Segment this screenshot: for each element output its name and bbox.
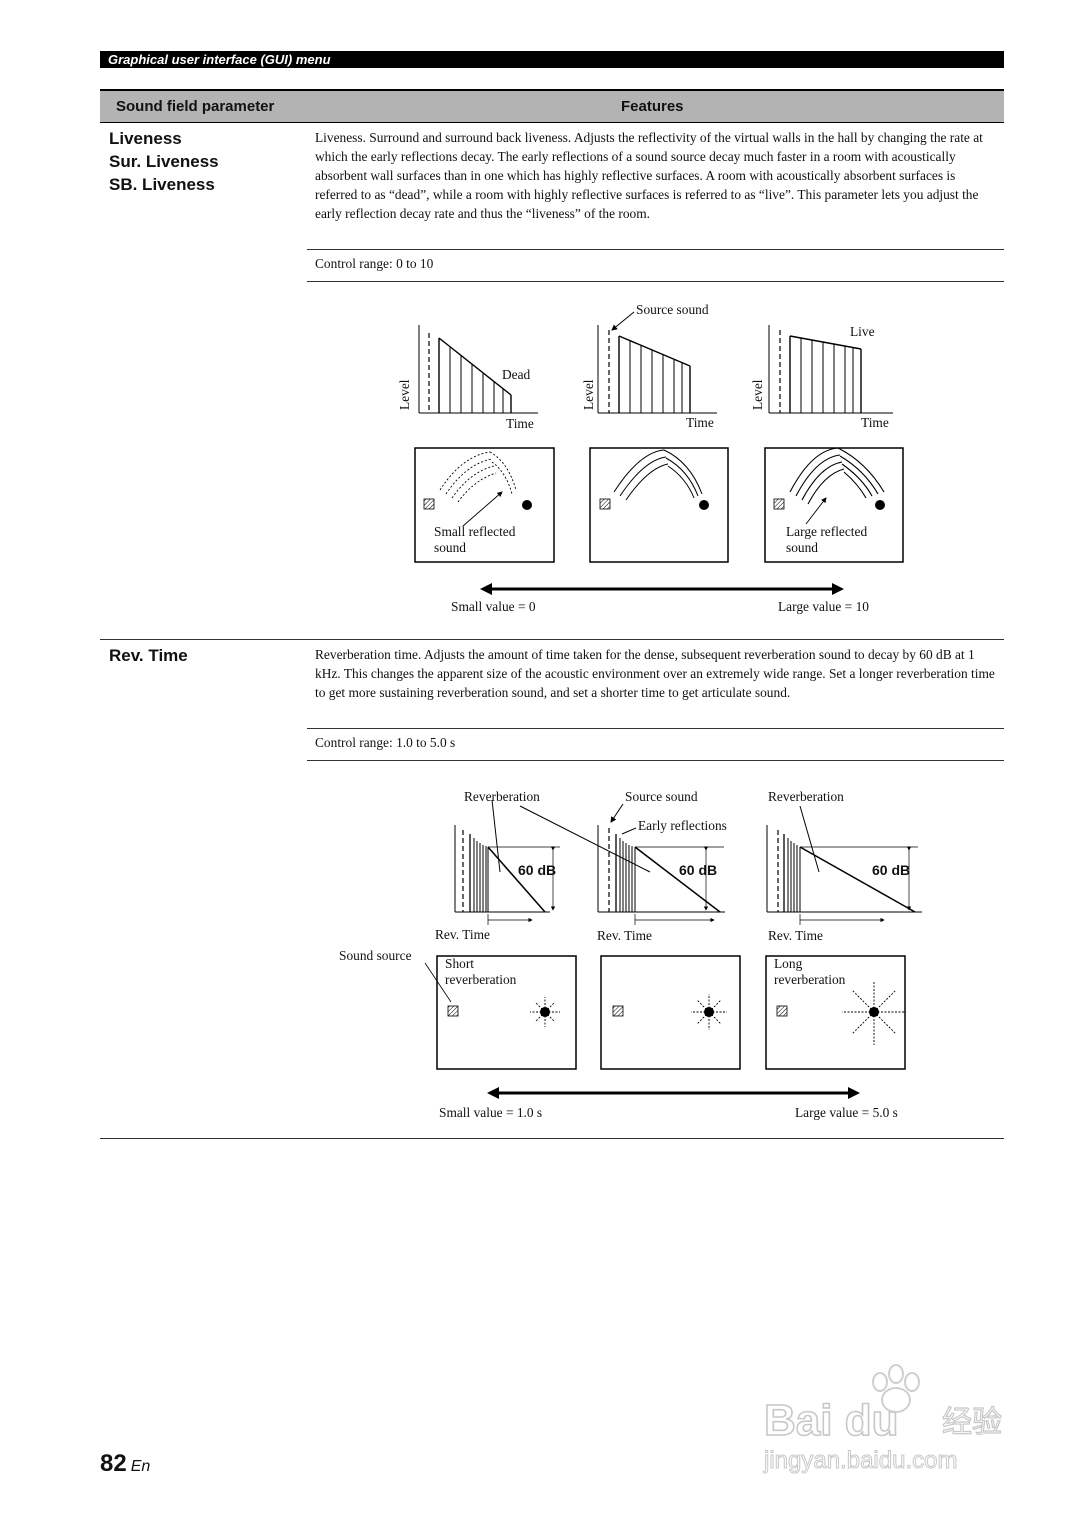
small-reflected-label-2: sound bbox=[434, 540, 466, 555]
sound-source-label: Sound source bbox=[339, 948, 412, 963]
listener-dot bbox=[699, 500, 709, 510]
sound-source-square bbox=[776, 1005, 788, 1017]
db-label: 60 dB bbox=[872, 862, 910, 878]
page-lang: En bbox=[130, 1458, 151, 1475]
col-header-parameter: Sound field parameter bbox=[116, 98, 275, 115]
reverberation-label: Reverberation bbox=[464, 789, 540, 804]
live-label: Live bbox=[850, 324, 875, 339]
small-value-label: Small value = 0 bbox=[451, 599, 536, 614]
revtime-chart-short: Reverberation 60 dB Rev. Time bbox=[435, 789, 560, 942]
table-header: Sound field parameter Features bbox=[100, 89, 1004, 123]
divider bbox=[307, 281, 1004, 282]
time-label: Time bbox=[686, 415, 714, 430]
rev-time-label: Rev. Time bbox=[597, 928, 652, 943]
db-label: 60 dB bbox=[518, 862, 556, 878]
db-label: 60 dB bbox=[679, 862, 717, 878]
param-liveness-names: Liveness Sur. Liveness SB. Liveness bbox=[109, 127, 219, 196]
col-header-features: Features bbox=[621, 98, 684, 115]
liveness-room-small: Small reflected sound bbox=[414, 447, 555, 563]
divider bbox=[307, 728, 1004, 729]
small-value-label: Small value = 1.0 s bbox=[439, 1105, 542, 1120]
time-label: Time bbox=[506, 416, 534, 431]
revtime-scale-arrow: Small value = 1.0 s Large value = 5.0 s bbox=[439, 1087, 898, 1120]
reverberation-label: Reverberation bbox=[768, 789, 844, 804]
long-rev-label: Long bbox=[774, 956, 803, 971]
time-label: Time bbox=[861, 415, 889, 430]
liveness-control-range: Control range: 0 to 10 bbox=[315, 256, 434, 271]
rev-time-control-range: Control range: 1.0 to 5.0 s bbox=[315, 735, 456, 750]
source-sound-label: Source sound bbox=[636, 302, 709, 317]
large-reflected-label-2: sound bbox=[786, 540, 818, 555]
sound-source-square bbox=[447, 1005, 459, 1017]
source-sound-label: Source sound bbox=[625, 789, 698, 804]
level-label: Level bbox=[581, 379, 596, 410]
liveness-chart-live: Live Level Time bbox=[750, 324, 893, 430]
long-rev-label-2: reverberation bbox=[774, 972, 846, 987]
param-rev-time-names: Rev. Time bbox=[109, 644, 188, 667]
sound-source-square bbox=[612, 1005, 624, 1017]
short-rev-label: Short bbox=[445, 956, 474, 971]
level-label: Level bbox=[750, 379, 765, 410]
sound-source-square bbox=[423, 498, 435, 510]
param-name: Liveness bbox=[109, 129, 182, 148]
large-value-label: Large value = 5.0 s bbox=[795, 1105, 898, 1120]
watermark-sub: 经验 bbox=[942, 1405, 1002, 1440]
liveness-room-large: Large reflected sound bbox=[764, 447, 904, 563]
rev-time-description: Reverberation time. Adjusts the amount o… bbox=[315, 647, 995, 700]
small-reflected-label: Small reflected bbox=[434, 524, 516, 539]
divider bbox=[307, 249, 1004, 250]
watermark-url: jingyan.baidu.com bbox=[763, 1447, 957, 1474]
liveness-scale-arrow: Small value = 0 Large value = 10 bbox=[451, 583, 869, 614]
section-header-bar: Graphical user interface (GUI) menu bbox=[100, 51, 1004, 68]
listener-dot bbox=[522, 500, 532, 510]
row-divider bbox=[100, 639, 1004, 640]
liveness-chart-dead: Level Dead Time bbox=[397, 325, 538, 431]
revtime-room-medium bbox=[600, 955, 741, 1070]
liveness-description: Liveness. Surround and surround back liv… bbox=[315, 130, 983, 221]
baidu-watermark: Bai du 经验 jingyan.baidu.com bbox=[763, 1364, 1003, 1475]
sound-source-square bbox=[773, 498, 785, 510]
dead-label: Dead bbox=[502, 367, 531, 382]
large-value-label: Large value = 10 bbox=[778, 599, 869, 614]
param-name: SB. Liveness bbox=[109, 175, 215, 194]
param-name: Sur. Liveness bbox=[109, 152, 219, 171]
param-name: Rev. Time bbox=[109, 646, 188, 665]
liveness-room-medium bbox=[589, 447, 729, 563]
liveness-chart-medium: Source sound Level Time bbox=[581, 302, 717, 430]
rev-time-label: Rev. Time bbox=[768, 928, 823, 943]
page-number: 82 bbox=[100, 1450, 127, 1477]
revtime-chart-medium: Source sound Early reflections 60 dB Rev… bbox=[519, 789, 727, 943]
table-bottom-rule bbox=[100, 1138, 1004, 1139]
revtime-chart-long: Reverberation 60 dB Rev. Time bbox=[766, 789, 922, 943]
large-reflected-label: Large reflected bbox=[786, 524, 867, 539]
divider bbox=[307, 760, 1004, 761]
rev-time-label: Rev. Time bbox=[435, 927, 490, 942]
watermark-brand: Bai du bbox=[764, 1396, 898, 1445]
short-rev-label-2: reverberation bbox=[445, 972, 517, 987]
level-label: Level bbox=[397, 379, 412, 410]
early-reflections-label: Early reflections bbox=[638, 818, 727, 833]
section-title: Graphical user interface (GUI) menu bbox=[108, 52, 331, 67]
revtime-room-long: Long reverberation bbox=[765, 955, 906, 1070]
sound-source-square bbox=[599, 498, 611, 510]
revtime-room-short: Short reverberation bbox=[436, 955, 577, 1070]
listener-dot bbox=[875, 500, 885, 510]
